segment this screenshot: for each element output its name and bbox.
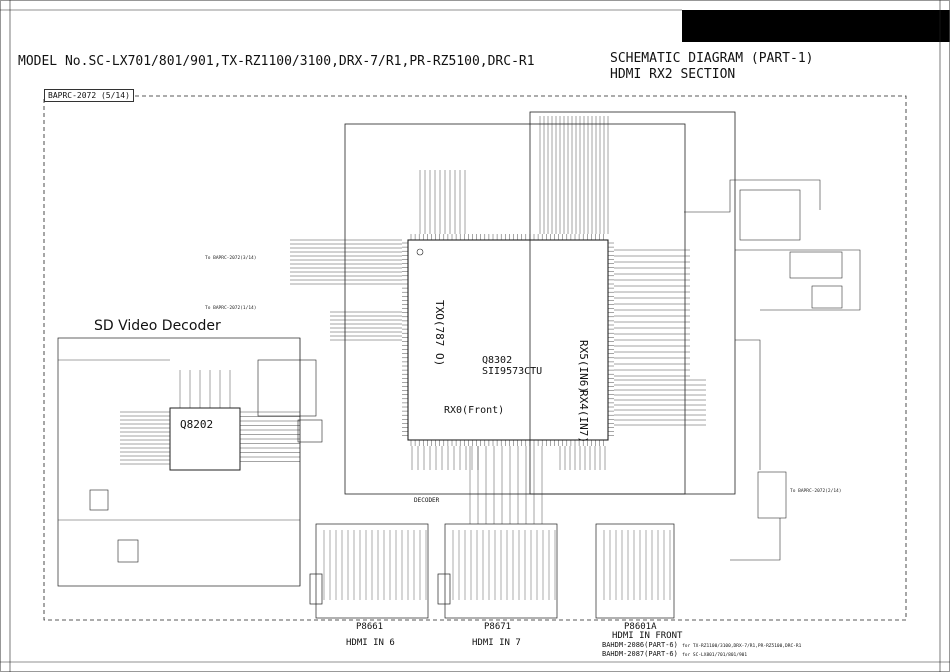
p8671-ref: P8671: [484, 622, 512, 632]
p8601a-note-1-ref: BAHDM-2086(PART-6): [602, 641, 678, 649]
rx5-port-label: RX5(IN6): [577, 340, 590, 393]
p8671-label: HDMI IN 7: [472, 638, 521, 648]
sheet-title: SCHEMATIC DIAGRAM (PART-1): [610, 51, 814, 66]
p8601a-note-2-ref: BAHDM-2087(PART-6): [602, 650, 678, 658]
p8601a-label: HDMI IN FRONT: [612, 631, 683, 641]
p8661-ref: P8661: [356, 622, 384, 632]
model-number-line: MODEL No.SC-LX701/801/901,TX-RZ1100/3100…: [18, 54, 535, 69]
main-ic-part: SII9573CTU: [482, 366, 543, 377]
cross-ref-2: To BAPRC-2072(2/14): [790, 489, 842, 494]
sd-video-decoder-title: SD Video Decoder: [94, 318, 221, 334]
rx4-port-label: RX4(IN7): [577, 390, 590, 443]
main-ic-ref: Q8302: [482, 355, 513, 366]
p8601a-ref: P8601A: [624, 622, 657, 632]
decoder-ic-ref: Q8202: [180, 418, 214, 431]
tx-port-label: TXO(787 O): [433, 300, 446, 367]
cross-ref-3: To BAPRC-2072(3/14): [205, 256, 257, 261]
p8601a-note-1: BAHDM-2086(PART-6) for TX-RZ1100/3100,DR…: [602, 641, 801, 649]
p8601a-note-2: BAHDM-2087(PART-6) for SC-LX801/701/801/…: [602, 650, 747, 658]
header-black-bar: [682, 10, 950, 42]
cross-ref-1: To BAPRC-2072(1/14): [205, 306, 257, 311]
decoder-bus-label: DECODER: [414, 497, 440, 504]
p8601a-note-1-tail: for TX-RZ1100/3100,DRX-7/R1,PR-RZ5100,DR…: [682, 644, 802, 649]
sheet-subtitle: HDMI RX2 SECTION: [610, 67, 736, 82]
p8601a-note-2-tail: for SC-LX801/701/801/901: [682, 653, 748, 658]
rx0-port-label: RX0(Front): [444, 405, 505, 416]
board-reference: BAPRC-2072 (5/14): [44, 89, 134, 102]
p8661-label: HDMI IN 6: [346, 638, 395, 648]
